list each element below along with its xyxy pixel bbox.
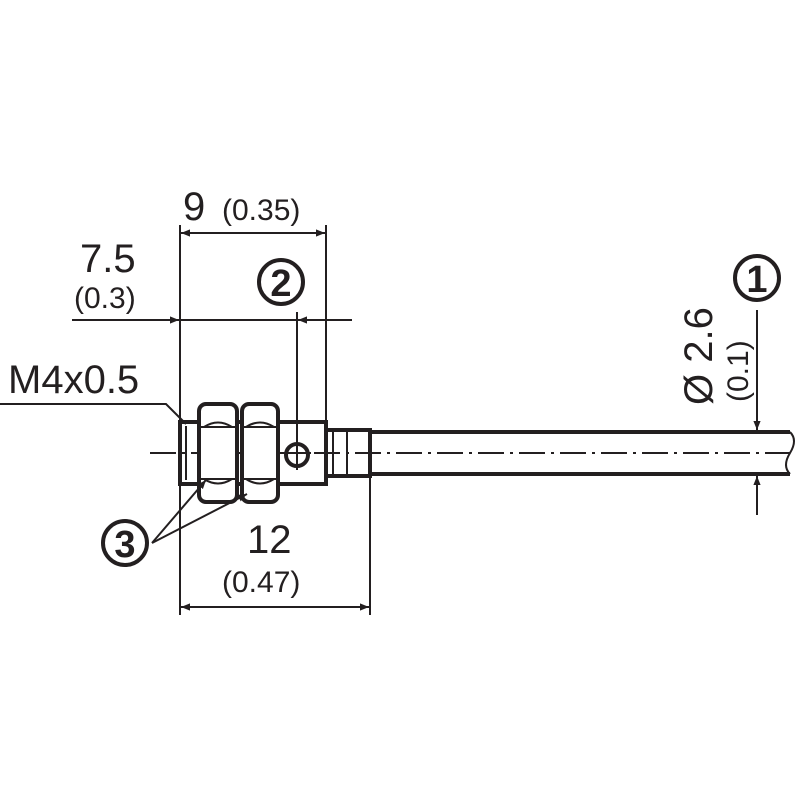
hex-nut-1: [197, 402, 239, 504]
callout-3: 3: [101, 479, 248, 567]
thread-leader: [0, 403, 187, 425]
dim-diameter-value: Ø 2.6: [677, 307, 721, 405]
dim-9-value: 9: [183, 185, 205, 229]
thread-label: M4x0.5: [8, 358, 139, 402]
dim-12-inch: (0.47): [222, 566, 300, 599]
svg-text:2: 2: [270, 263, 291, 305]
dim-diameter-inch: (0.1): [722, 340, 755, 402]
dim-9-inch: (0.35): [222, 194, 300, 227]
callout-2: 2: [257, 258, 305, 306]
dim-7-5-value: 7.5: [80, 237, 136, 281]
callout-1: 1: [733, 254, 781, 302]
hex-nut-2: [240, 402, 280, 504]
svg-text:1: 1: [746, 259, 767, 301]
dim-7-5-inch: (0.3): [74, 282, 136, 315]
dim-12-value: 12: [247, 518, 292, 562]
svg-text:3: 3: [114, 524, 135, 566]
cable: [370, 430, 795, 476]
